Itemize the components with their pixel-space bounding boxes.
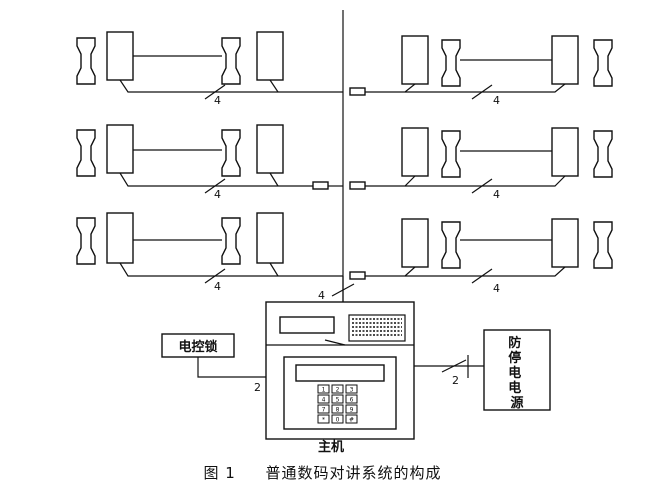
handset-icon <box>76 129 96 177</box>
speaker-grille <box>348 314 406 342</box>
handset-icon <box>221 37 241 85</box>
keypad-lcd <box>295 364 385 382</box>
indoor-unit-box <box>256 212 284 264</box>
handset-icon <box>593 130 613 178</box>
junction-box <box>312 181 329 190</box>
figure-title: 普通数码对讲系统的构成 <box>265 464 442 482</box>
power-supply-box <box>483 329 551 411</box>
wire-count-label: 4 <box>214 280 221 293</box>
wire-count-label: 4 <box>214 94 221 107</box>
right-unit-row-2: 4 <box>349 127 613 201</box>
keypad-key-label: 4 <box>322 397 326 404</box>
handset-icon <box>441 39 461 87</box>
handset-icon <box>441 130 461 178</box>
host-label: 主机 <box>318 439 344 455</box>
keypad-key-label: 2 <box>336 387 340 394</box>
keypad-key-label: # <box>349 417 354 424</box>
indoor-unit-box <box>551 35 579 85</box>
keypad-key <box>345 414 358 424</box>
handset-icon <box>76 217 96 265</box>
right-unit-row-3: 4 <box>349 218 613 295</box>
handset-icon <box>76 37 96 85</box>
keypad-key <box>317 404 330 414</box>
handset-icon <box>593 221 613 269</box>
keypad: 1 2 3 4 5 6 7 8 9 * 0 # <box>317 384 358 424</box>
wire-count-label: 2 <box>254 381 261 394</box>
host-unit: 1 2 3 4 5 6 7 8 9 * 0 # 主机 <box>265 301 415 455</box>
handset-icon <box>441 221 461 269</box>
wire-count-label: 4 <box>493 94 500 107</box>
keypad-key-label: 9 <box>350 407 354 414</box>
keypad-key-label: 1 <box>322 387 326 394</box>
keypad-key <box>317 394 330 404</box>
left-unit-row-1: 4 <box>76 31 343 107</box>
backup-power-supply: 2 防 停 电 电 源 <box>414 329 551 411</box>
keypad-key <box>331 394 344 404</box>
electric-lock-label: 电控锁 <box>178 339 217 355</box>
keypad-key-label: * <box>322 417 325 424</box>
wire-count-label: 4 <box>493 188 500 201</box>
indoor-unit-box <box>106 31 134 81</box>
left-unit-row-2: 4 <box>76 124 343 201</box>
junction-box <box>349 181 366 190</box>
indoor-unit-box <box>256 124 284 174</box>
indoor-unit-box <box>401 35 429 85</box>
keypad-key-label: 7 <box>322 407 326 414</box>
indoor-unit-box <box>551 218 579 268</box>
junction-box <box>349 87 366 96</box>
power-supply-label: 防 停 电 电 源 <box>508 335 526 411</box>
indoor-unit-box <box>551 127 579 177</box>
figure-number: 图 1 <box>203 464 236 482</box>
indoor-unit-box <box>106 124 134 174</box>
figure-caption: 图 1 普通数码对讲系统的构成 <box>0 462 645 483</box>
keypad-key <box>317 384 330 394</box>
electric-lock: 电控锁 2 <box>161 333 266 394</box>
keypad-key-label: 0 <box>336 417 340 424</box>
wire-count-label: 2 <box>452 374 459 387</box>
right-unit-row-1: 4 <box>349 35 613 107</box>
handset-icon <box>593 39 613 87</box>
keypad-key <box>331 414 344 424</box>
junction-box <box>349 271 366 280</box>
keypad-key <box>331 384 344 394</box>
keypad-key <box>331 404 344 414</box>
keypad-key <box>317 414 330 424</box>
keypad-key-label: 5 <box>336 397 340 404</box>
wire-count-label: 4 <box>214 188 221 201</box>
indoor-unit-box <box>256 31 284 81</box>
wire-count-label: 4 <box>493 282 500 295</box>
handset-icon <box>221 129 241 177</box>
left-unit-row-3: 4 <box>76 212 343 293</box>
keypad-key <box>345 394 358 404</box>
indoor-unit-box <box>106 212 134 264</box>
wire-count-label: 4 <box>318 289 325 302</box>
indoor-unit-box <box>401 218 429 268</box>
keypad-key <box>345 404 358 414</box>
indoor-unit-box <box>401 127 429 177</box>
keypad-key-label: 3 <box>350 387 354 394</box>
keypad-key-label: 6 <box>350 397 354 404</box>
handset-icon <box>221 217 241 265</box>
keypad-key <box>345 384 358 394</box>
host-display-window <box>279 316 335 334</box>
keypad-key-label: 8 <box>336 407 340 414</box>
